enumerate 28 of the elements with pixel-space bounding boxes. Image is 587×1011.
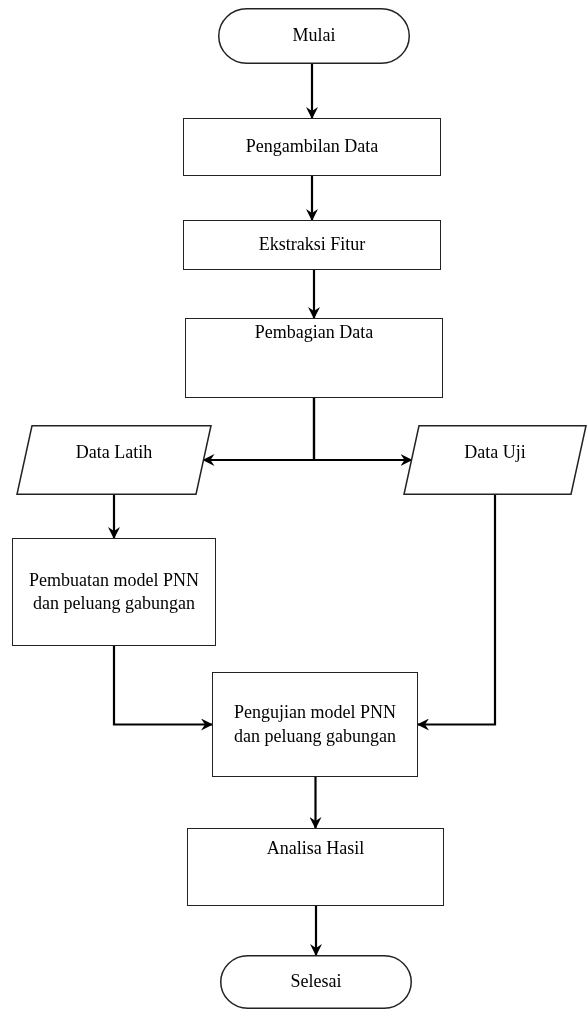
node-label: Pengujian model PNN dan peluang gabungan [233, 701, 397, 748]
node-label: Ekstraksi Fitur [257, 233, 367, 257]
process-box [183, 220, 441, 270]
node-label: Pembagian Data [253, 321, 375, 344]
process-box [212, 672, 418, 777]
arrow [308, 270, 320, 319]
node-label: Pembuatan model PNN dan peluang gabungan [28, 568, 200, 615]
terminal-shape [220, 955, 412, 1009]
data-parallelogram [16, 425, 212, 495]
node-label: Pengambilan Data [244, 135, 380, 159]
terminal-shape [218, 8, 410, 64]
arrow [309, 777, 322, 829]
node-label: Data Latih [74, 441, 154, 464]
process-box [187, 828, 444, 906]
arrow [417, 495, 497, 731]
node-label: Mulai [291, 24, 337, 48]
process-box [185, 318, 443, 398]
process-box [12, 538, 216, 646]
node-label: Analisa Hasil [265, 837, 366, 860]
node-label: Selesai [289, 970, 343, 994]
arrow [306, 176, 318, 221]
arrow [306, 64, 318, 119]
process-box [183, 118, 441, 176]
node-label: Data Uji [463, 441, 527, 464]
arrow [108, 495, 120, 539]
arrow [112, 646, 213, 731]
arrow [310, 906, 322, 956]
data-parallelogram [403, 425, 587, 495]
